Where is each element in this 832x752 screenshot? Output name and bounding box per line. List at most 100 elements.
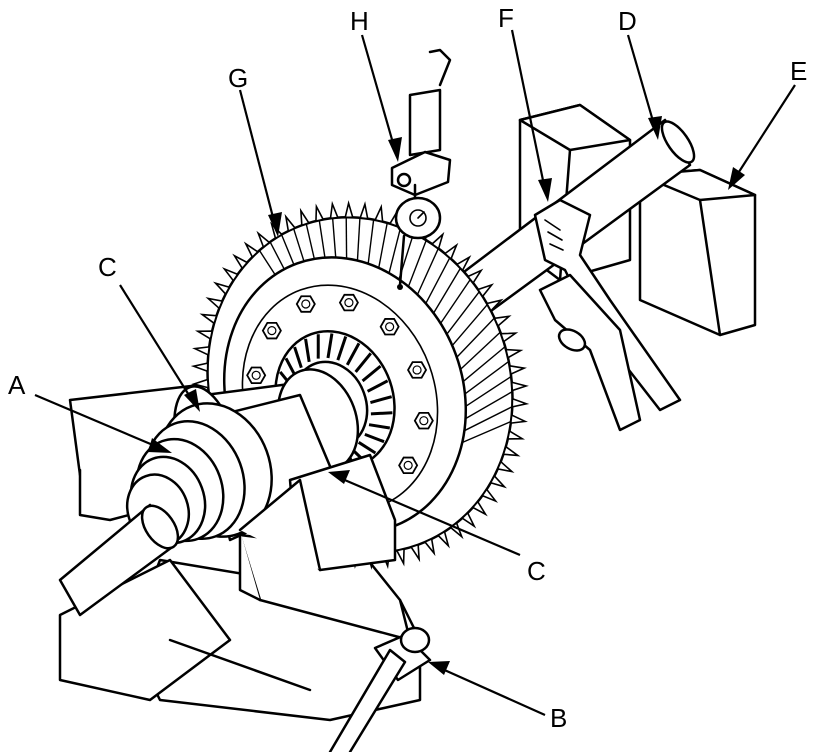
- gear-tooth: [460, 511, 477, 529]
- gear-tooth: [481, 487, 499, 503]
- gear-tooth: [436, 530, 450, 549]
- bearing-roller: [357, 441, 377, 455]
- bolt-center: [267, 326, 277, 336]
- bearing-roller: [284, 357, 297, 377]
- gear-tooth: [395, 548, 405, 567]
- ring-gear-bolt: [295, 295, 316, 313]
- gear-tooth: [511, 397, 530, 408]
- helical-tooth-line: [461, 420, 512, 444]
- gear-tooth: [329, 200, 339, 220]
- callout-g: G: [228, 63, 248, 93]
- gear-tooth: [315, 203, 325, 222]
- helical-tooth-line: [451, 303, 488, 346]
- bearing-roller: [345, 342, 361, 366]
- ring-gear-bolt: [261, 321, 282, 340]
- gear-tooth: [506, 429, 526, 440]
- helical-tooth-line: [318, 220, 326, 258]
- callout-c-right: C: [527, 556, 546, 586]
- gear-tooth: [243, 241, 260, 259]
- gear-tooth: [502, 445, 521, 457]
- gear-tooth: [485, 298, 504, 313]
- bolt-center: [419, 416, 429, 426]
- gear-tooth: [256, 230, 271, 249]
- ring-gear-bolt: [246, 366, 267, 384]
- callout-e: E: [790, 56, 807, 86]
- callout-d: D: [618, 6, 637, 36]
- helical-tooth-line: [446, 291, 480, 335]
- callout-a: A: [8, 370, 26, 400]
- helical-tooth-line: [465, 375, 512, 407]
- helical-tooth-line: [280, 234, 295, 265]
- gear-tooth: [213, 281, 231, 296]
- gear-tooth: [299, 207, 311, 227]
- callout-labels: A B C C D E F G H: [8, 3, 807, 733]
- gear-tooth: [476, 283, 495, 298]
- gear-tooth: [455, 255, 472, 272]
- callout-f: F: [498, 3, 514, 33]
- bolt-center: [251, 370, 261, 380]
- ring-gear-bolt: [398, 456, 419, 475]
- callout-c-left: C: [98, 252, 117, 282]
- bearing-roller: [366, 379, 389, 393]
- gear-tooth: [374, 203, 384, 223]
- helical-tooth-line: [367, 219, 375, 264]
- bearing-roller: [336, 336, 348, 361]
- helical-tooth-line: [464, 406, 513, 432]
- bearing-roller: [370, 395, 393, 404]
- helical-tooth-line: [407, 239, 427, 287]
- gear-tooth: [359, 201, 369, 220]
- bearing-roller: [361, 364, 382, 383]
- bearing-roller: [370, 411, 393, 416]
- helical-tooth-line: [459, 331, 501, 370]
- gear-tooth: [221, 267, 239, 283]
- gear-tooth: [409, 543, 421, 563]
- bearing-roller: [293, 346, 303, 369]
- gear-tooth: [232, 253, 249, 270]
- helical-tooth-line: [331, 217, 337, 258]
- gear-tooth: [190, 362, 209, 373]
- vise-handle: [328, 626, 432, 752]
- gear-tooth: [496, 460, 515, 473]
- helical-tooth-line: [388, 227, 402, 274]
- gear-tooth: [284, 213, 297, 233]
- gear-tooth: [192, 345, 211, 357]
- gear-tooth: [194, 330, 214, 341]
- gear-tooth: [499, 332, 519, 343]
- bolt-center: [412, 365, 422, 375]
- ring-gear-bolt: [338, 293, 359, 312]
- callout-b: B: [550, 703, 567, 733]
- bolt-center: [385, 322, 395, 332]
- helical-tooth-line: [440, 279, 471, 324]
- gear-tooth: [508, 364, 527, 376]
- ring-gear-bolt: [379, 318, 400, 336]
- gear-tooth: [471, 500, 488, 517]
- gear-tooth: [443, 242, 459, 261]
- gear-tooth: [504, 348, 524, 359]
- helical-tooth-line: [378, 222, 388, 269]
- ring-gear-bolt: [407, 361, 428, 379]
- callout-h: H: [350, 6, 369, 36]
- helical-tooth-line: [464, 360, 510, 395]
- helical-tooth-line: [416, 248, 439, 295]
- helical-tooth-line: [425, 257, 451, 304]
- helical-tooth-line: [456, 317, 495, 358]
- helical-tooth-line: [258, 250, 276, 276]
- bearing-roller: [364, 432, 385, 444]
- bearing-roller: [368, 423, 391, 430]
- bearing-roller: [354, 352, 372, 373]
- gear-tooth: [510, 381, 529, 392]
- leader-lines: [34, 29, 796, 717]
- axle-assembly: [58, 368, 397, 617]
- gear-tooth: [509, 413, 528, 425]
- gear-tooth: [423, 537, 436, 557]
- bolt-center: [344, 297, 354, 308]
- adjustable-wrench: [533, 198, 682, 432]
- helical-tooth-line: [305, 223, 316, 260]
- helical-tooth-line: [465, 390, 513, 420]
- gear-tooth: [493, 315, 512, 328]
- dial-indicator: [390, 48, 452, 290]
- gear-tooth: [430, 231, 445, 250]
- helical-tooth-line: [462, 346, 506, 383]
